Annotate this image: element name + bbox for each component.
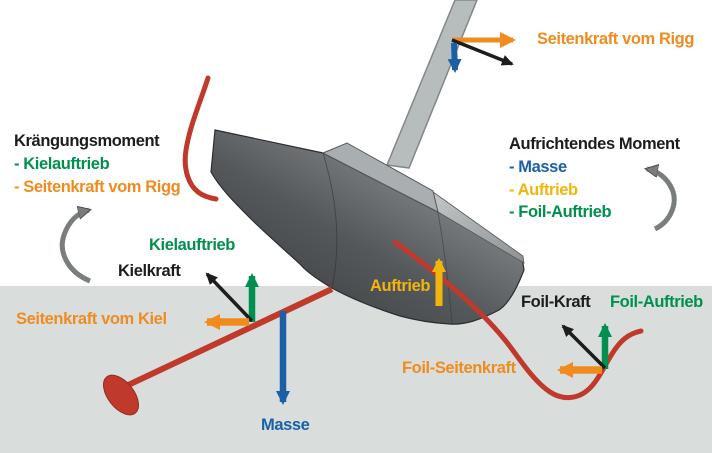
heeling-moment-title: Krängungsmoment [14, 132, 160, 150]
keel-side-force-label: Seitenkraft vom Kiel [16, 310, 167, 328]
mast [385, 0, 478, 169]
keel-fin [122, 286, 334, 390]
keel-force-label: Kielkraft [118, 262, 181, 280]
foil-lift-label: Foil-Auftrieb [610, 293, 703, 311]
foil-force-arrows [557, 323, 612, 378]
heeling-moment-item-keel-lift: - Kielauftrieb [14, 154, 110, 173]
leeward-foil [392, 239, 644, 400]
righting-moment-arrow-icon [647, 169, 677, 232]
rig-down-force-arrow [447, 42, 462, 73]
righting-moment-legend: Aufrichtendes Moment - Masse - Auftrieb … [509, 133, 680, 224]
righting-moment-title: Aufrichtendes Moment [509, 135, 680, 153]
heeling-moment-item-rig-side-force: - Seitenkraft vom Rigg [14, 177, 181, 196]
hull-side [210, 129, 525, 325]
hull-crease-front [322, 152, 338, 289]
heeling-moment-arrow-icon [59, 210, 90, 284]
righting-moment-item-buoyancy: - Auftrieb [509, 180, 578, 199]
rig-total-force-arrow [451, 38, 514, 66]
keel-lift-label: Kielauftrieb [149, 236, 235, 254]
mass-label: Masse [261, 416, 310, 434]
foil-side-force-label: Foil-Seitenkraft [402, 359, 516, 377]
rig-force-arrows [447, 32, 516, 73]
righting-moment-item-foil-lift: - Foil-Auftrieb [509, 203, 612, 222]
righting-moment-item-mass: - Masse [509, 157, 567, 176]
foil-force-arrow [561, 324, 607, 370]
keel [103, 286, 334, 416]
hull [210, 129, 525, 325]
heeling-moment-legend: Krängungsmoment - Kielauftrieb - Seitenk… [14, 130, 181, 198]
buoyancy-label: Auftrieb [370, 277, 431, 295]
hull-crease-aft [437, 211, 453, 325]
keel-bulb [103, 374, 139, 416]
foil-force-label: Foil-Kraft [521, 293, 591, 311]
windward-foil [182, 75, 219, 202]
cabin [321, 142, 439, 213]
rig-side-force-label: Seitenkraft vom Rigg [537, 30, 695, 48]
keel-force-arrow [205, 272, 254, 323]
keel-force-arrows [204, 272, 290, 405]
